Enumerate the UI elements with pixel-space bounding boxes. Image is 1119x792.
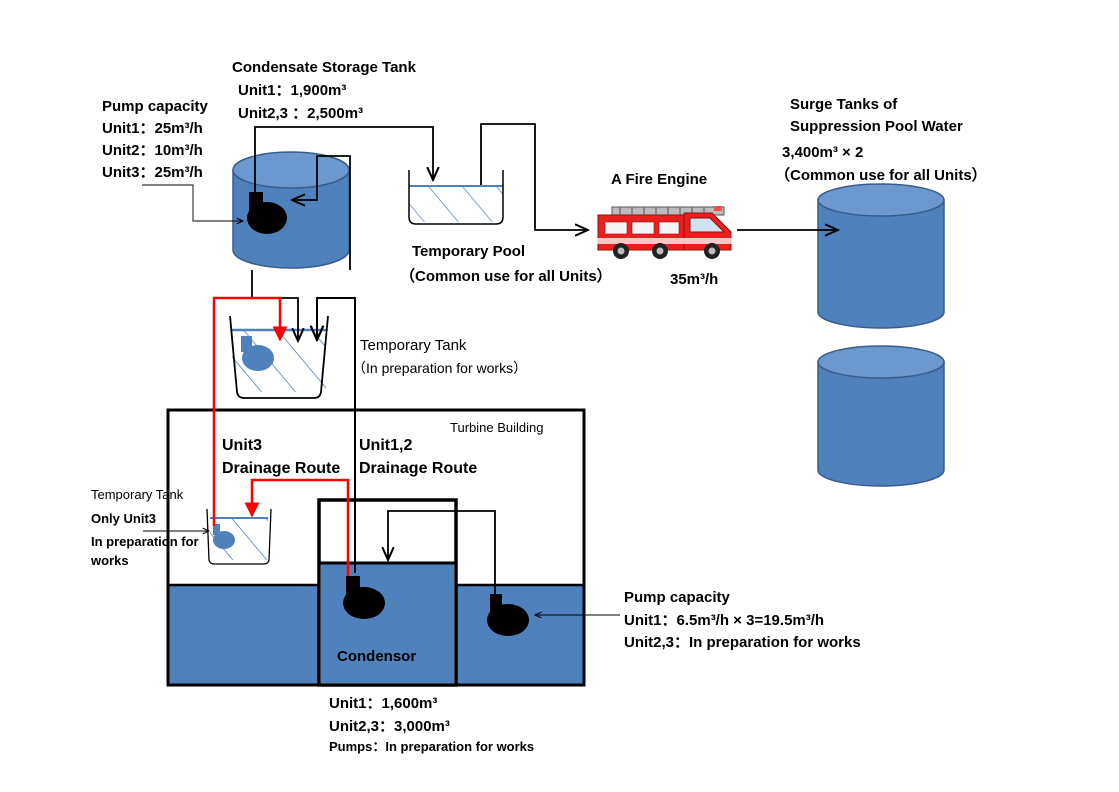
condensor-pumps: Pumps：In preparation for works (329, 739, 534, 754)
turbine-building-title: Turbine Building (450, 420, 543, 435)
pump-top-unit1: Unit1：25m³/h (102, 120, 203, 137)
pump-icon (241, 336, 274, 371)
unit12-drainage-route (317, 297, 356, 573)
fire-engine-title: A Fire Engine (611, 171, 707, 188)
pump-right-unit23: Unit2,3：In preparation for works (624, 634, 861, 651)
pipe-pool-to-fire-engine (480, 123, 588, 230)
pump-icon (343, 576, 385, 619)
unit3-route-line2: Drainage Route (222, 460, 340, 477)
condensor-title: Condensor (337, 648, 416, 665)
surge-tank-2 (817, 345, 945, 487)
unit12-route-line1: Unit1,2 (359, 437, 412, 454)
surge-note: （Common use for all Units） (775, 166, 987, 184)
surge-title-line1: Surge Tanks of (790, 96, 898, 113)
temp-pool-note: （Common use for all Units） (400, 267, 612, 285)
temporary-tank-small (206, 508, 272, 565)
pump-top-unit3: Unit3：25m³/h (102, 164, 203, 181)
condensor (317, 498, 458, 687)
pump-icon (247, 192, 287, 234)
surge-capacity: 3,400m³ × 2 (782, 144, 863, 161)
pump-icon (213, 524, 235, 549)
temp-tank-title: Temporary Tank (360, 337, 467, 354)
cst-title: Condensate Storage Tank (232, 59, 417, 76)
unit3-route-line1: Unit3 (222, 437, 262, 454)
temporary-pool (408, 170, 504, 225)
small-tank-line3: works (90, 553, 129, 568)
small-tank-title: Temporary Tank (91, 487, 184, 502)
pump-top-title: Pump capacity (102, 98, 209, 115)
cst-unit1: Unit1：1,900m³ (238, 82, 346, 99)
surge-tank-1 (817, 183, 945, 329)
pipe-pump-to-condensor (388, 510, 496, 594)
temp-pool-title: Temporary Pool (412, 243, 525, 260)
pump-icon (487, 594, 529, 636)
surge-title-line2: Suppression Pool Water (790, 118, 963, 135)
cst-unit23: Unit2,3 ：2,500m³ (238, 105, 363, 122)
pipe-cst-to-pool (254, 126, 433, 192)
pipe-return-to-cst (292, 155, 351, 270)
small-tank-line2: In preparation for (91, 534, 199, 549)
unit3-drainage-route (212, 296, 350, 576)
fire-engine-rate: 35m³/h (670, 271, 718, 288)
pump-top-unit2: Unit2：10m³/h (102, 142, 203, 159)
pump-right-unit1: Unit1：6.5m³/h × 3=19.5m³/h (624, 612, 824, 629)
pump-right-title: Pump capacity (624, 589, 731, 606)
unit12-route-line2: Drainage Route (359, 460, 477, 477)
condensor-unit23: Unit2,3：3,000m³ (329, 718, 450, 735)
temp-tank-note: （In preparation for works） (352, 360, 527, 376)
arrow-icon (142, 184, 243, 221)
small-tank-line1: Only Unit3 (91, 511, 156, 526)
condensor-unit1: Unit1：1,600m³ (329, 695, 437, 712)
fire-engine-icon (597, 206, 732, 259)
